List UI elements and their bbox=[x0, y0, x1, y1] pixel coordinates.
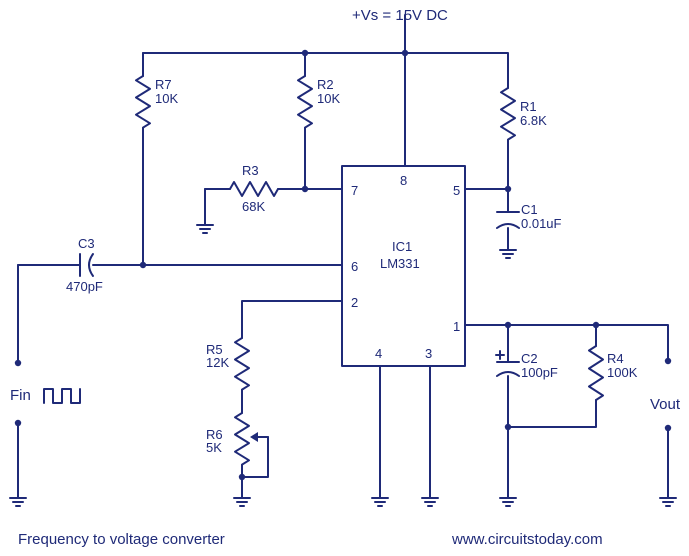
pin-4-label: 4 bbox=[375, 346, 382, 361]
junction-dot bbox=[238, 473, 246, 481]
ground-icon bbox=[9, 497, 27, 507]
arrowhead-icon bbox=[250, 432, 258, 442]
capacitor-c1-plate-bottom bbox=[496, 223, 520, 229]
capacitor-c2-plus-icon bbox=[495, 350, 505, 360]
r2-ref: R2 bbox=[317, 77, 334, 92]
r4-ref: R4 bbox=[607, 351, 624, 366]
c3-ref: C3 bbox=[78, 236, 95, 251]
ground-icon bbox=[499, 497, 517, 507]
junction-dot bbox=[592, 321, 600, 329]
supply-label: +Vs = 15V DC bbox=[352, 7, 448, 24]
grounds bbox=[9, 224, 677, 507]
r1-value: 6.8K bbox=[520, 113, 547, 128]
resistor-r6 bbox=[234, 412, 250, 466]
pin-7-label: 7 bbox=[351, 183, 358, 198]
r6-value: 5K bbox=[206, 440, 222, 455]
junction-dot bbox=[504, 185, 512, 193]
r1-ref: R1 bbox=[520, 99, 537, 114]
pin-3-label: 3 bbox=[425, 346, 432, 361]
fin-label: Fin bbox=[10, 387, 31, 404]
resistor-r5 bbox=[234, 337, 250, 391]
ic-lm331-body bbox=[341, 165, 466, 367]
c2-ref: C2 bbox=[521, 351, 538, 366]
r4-value: 100K bbox=[607, 365, 638, 380]
junction-dot bbox=[401, 49, 409, 57]
c1-value: 0.01uF bbox=[521, 216, 562, 231]
c1-ref: C1 bbox=[521, 202, 538, 217]
r2-value: 10K bbox=[317, 91, 340, 106]
r7-value: 10K bbox=[155, 91, 178, 106]
capacitor-c2-plate-bottom bbox=[496, 371, 520, 377]
junction-dot bbox=[301, 185, 309, 193]
pin-1-label: 1 bbox=[453, 319, 460, 334]
capacitors bbox=[79, 211, 520, 377]
terminal-dot bbox=[14, 419, 22, 427]
ground-icon bbox=[196, 224, 214, 234]
r3-value: 68K bbox=[242, 199, 265, 214]
resistor-r3 bbox=[229, 181, 279, 197]
resistors bbox=[135, 75, 604, 466]
terminal-dot bbox=[664, 357, 672, 365]
website-link[interactable]: www.circuitstoday.com bbox=[451, 531, 603, 548]
pin-2-label: 2 bbox=[351, 295, 358, 310]
diagram-title: Frequency to voltage converter bbox=[18, 531, 225, 548]
resistor-r2 bbox=[297, 75, 313, 129]
wires bbox=[17, 14, 669, 499]
junction-dot bbox=[504, 321, 512, 329]
pin-8-label: 8 bbox=[400, 173, 407, 188]
c3-value: 470pF bbox=[66, 279, 103, 294]
capacitor-c3-plate-right bbox=[88, 253, 94, 277]
terminal-dot bbox=[14, 359, 22, 367]
r3-ref: R3 bbox=[242, 163, 259, 178]
ground-icon bbox=[371, 497, 389, 507]
resistor-r7 bbox=[135, 75, 151, 129]
terminal-dot bbox=[664, 424, 672, 432]
ic-part: LM331 bbox=[380, 256, 420, 271]
junction-dot bbox=[504, 423, 512, 431]
r6-ref: R6 bbox=[206, 427, 223, 442]
resistor-r4 bbox=[588, 345, 604, 401]
junction-dot bbox=[139, 261, 147, 269]
ground-icon bbox=[233, 497, 251, 507]
resistor-r1 bbox=[500, 87, 516, 141]
vout-label: Vout bbox=[650, 396, 681, 413]
r7-ref: R7 bbox=[155, 77, 172, 92]
pin-5-label: 5 bbox=[453, 183, 460, 198]
pin-6-label: 6 bbox=[351, 259, 358, 274]
ic-name: IC1 bbox=[392, 239, 412, 254]
r5-value: 12K bbox=[206, 355, 229, 370]
ground-icon bbox=[499, 249, 517, 259]
junctions bbox=[14, 49, 672, 481]
ground-icon bbox=[421, 497, 439, 507]
junction-dot bbox=[301, 49, 309, 57]
ground-icon bbox=[659, 497, 677, 507]
square-wave-icon bbox=[43, 388, 81, 404]
r5-ref: R5 bbox=[206, 342, 223, 357]
c2-value: 100pF bbox=[521, 365, 558, 380]
